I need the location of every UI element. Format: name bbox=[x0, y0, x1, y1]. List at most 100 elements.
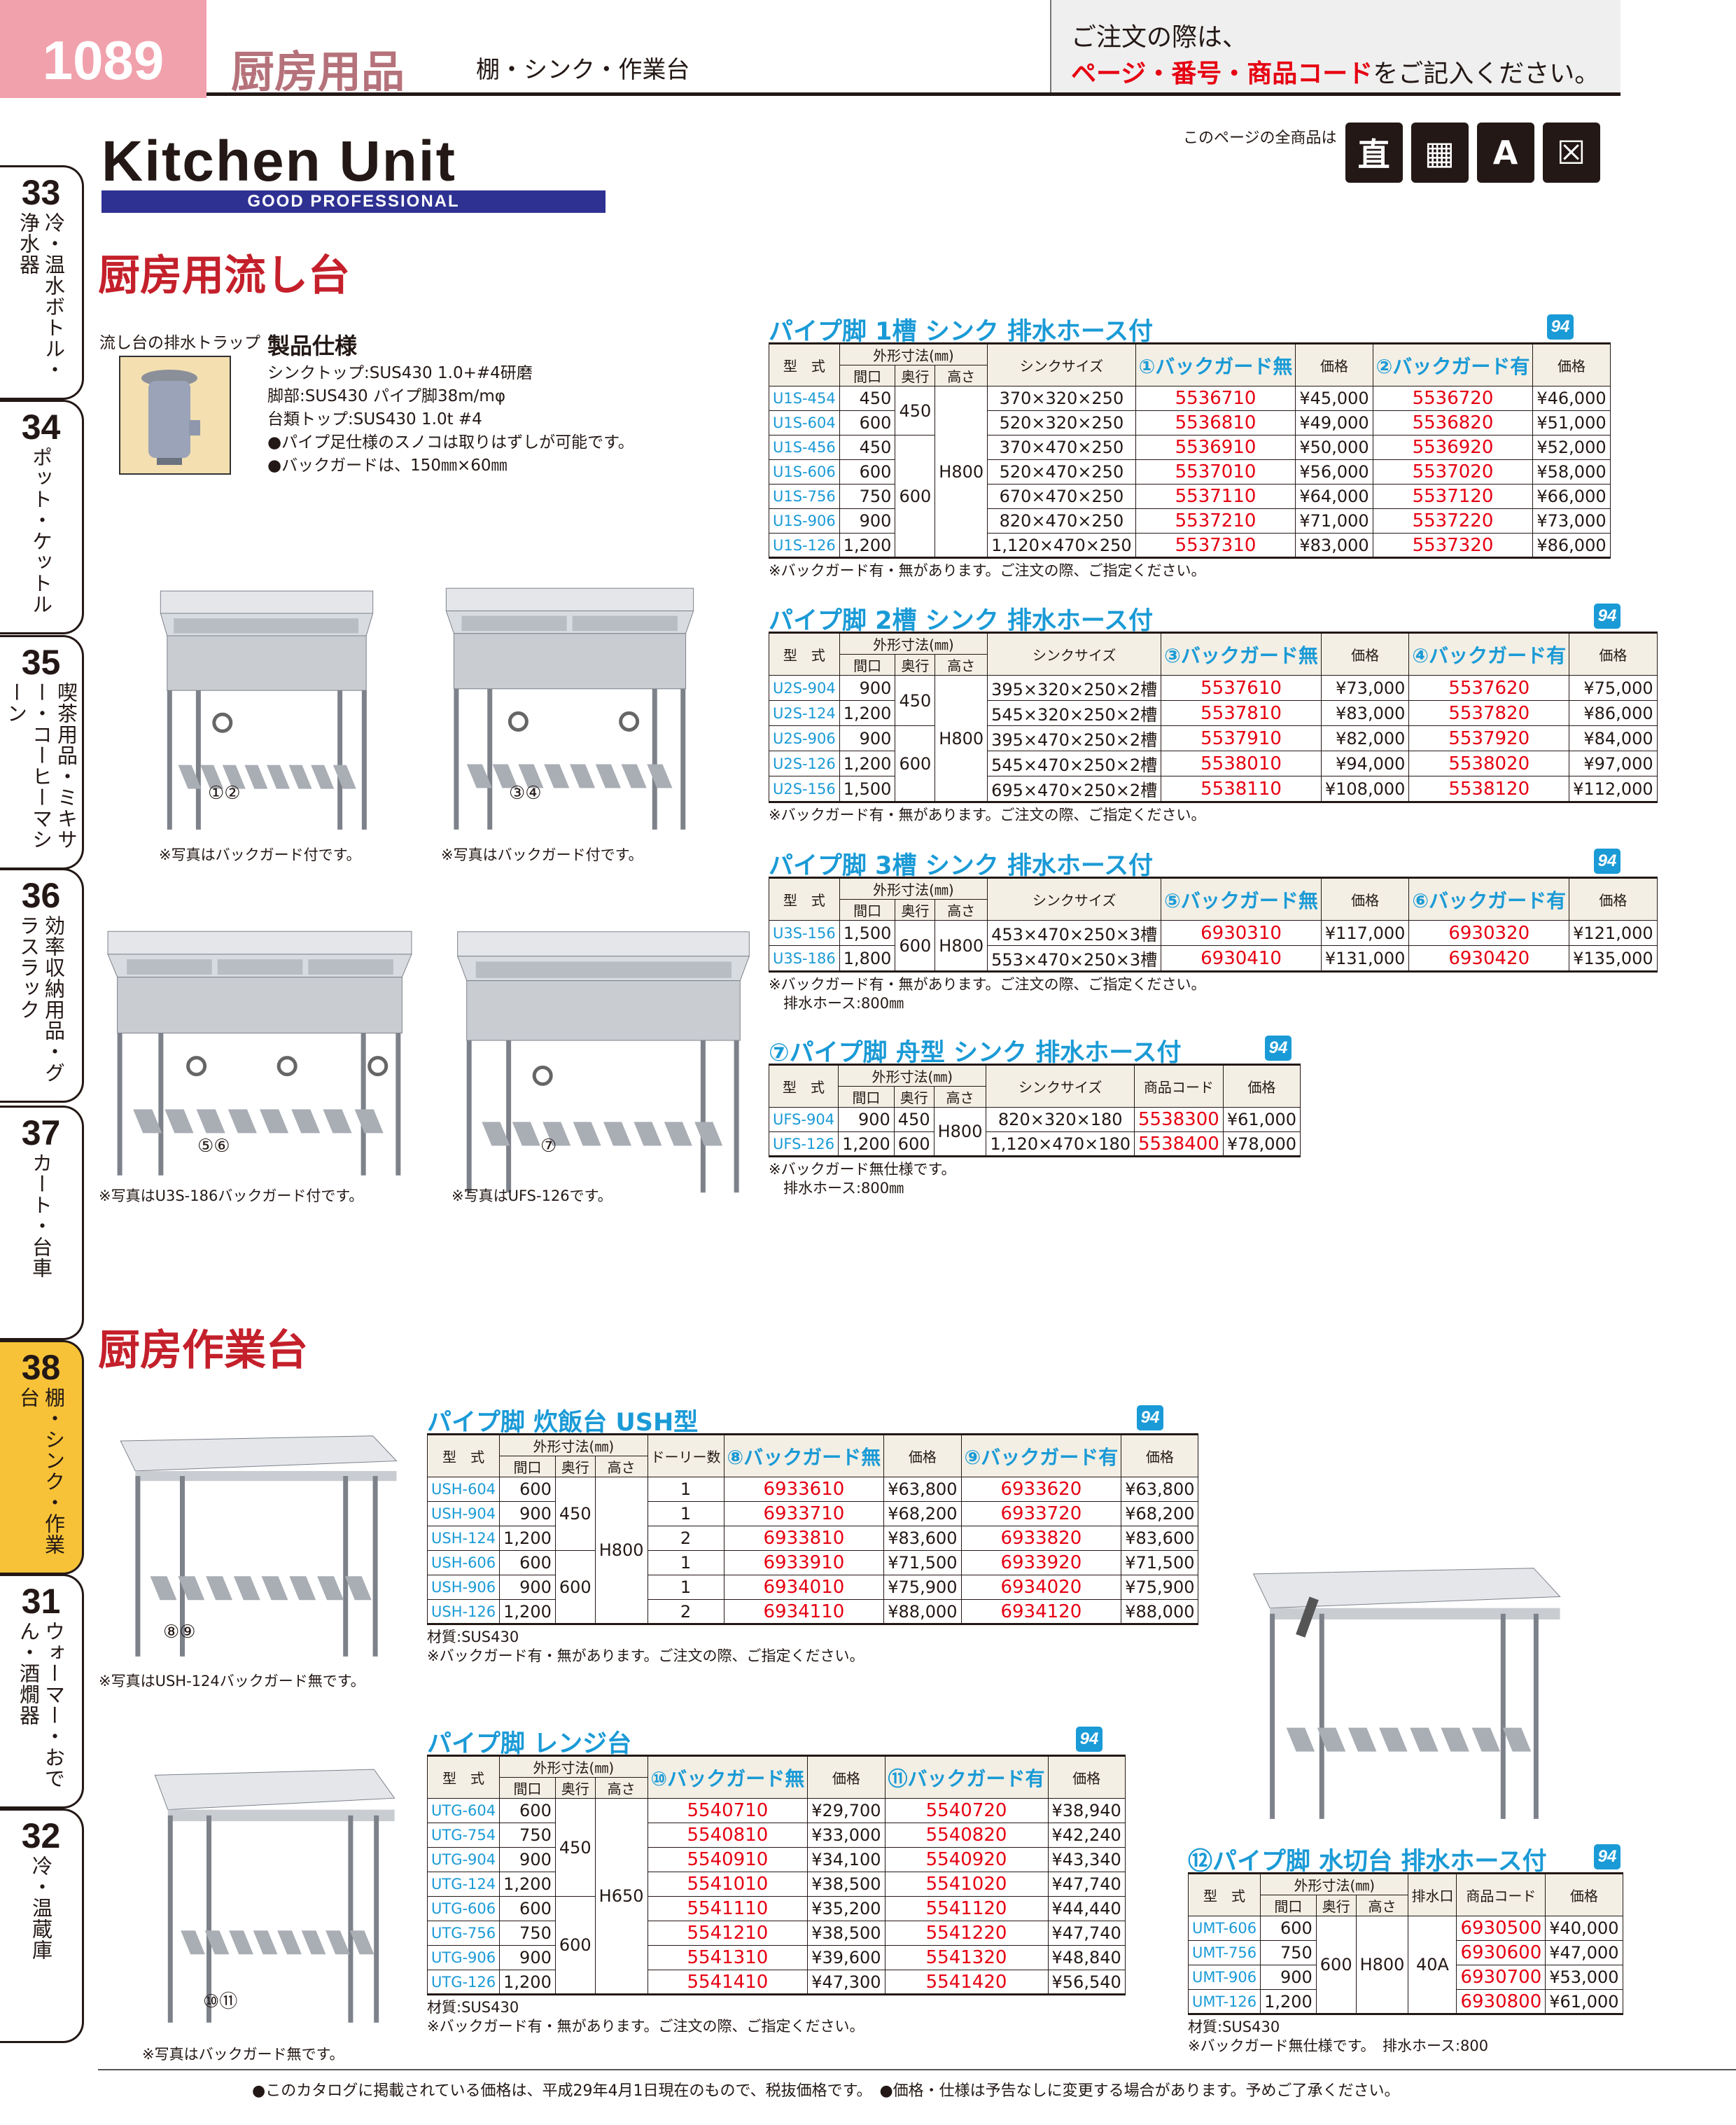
price-cell: ¥45,000 bbox=[1295, 386, 1373, 411]
product-illustration bbox=[120, 1435, 398, 1657]
price-cell: ¥83,000 bbox=[1295, 533, 1373, 558]
model-cell: UFS-904 bbox=[768, 1107, 839, 1132]
col-header: ⑤バックガード無 bbox=[1161, 877, 1322, 921]
value-cell: 395×320×250×2槽 bbox=[987, 675, 1162, 701]
value-cell: 450 bbox=[839, 435, 896, 460]
value-cell: 450 bbox=[893, 1107, 934, 1132]
col-dims: 外形寸法(㎜) bbox=[839, 632, 988, 655]
price-cell: ¥43,340 bbox=[1047, 1847, 1126, 1872]
price-cell: ¥56,540 bbox=[1047, 1970, 1126, 1995]
col-header: 価格 bbox=[1320, 877, 1410, 921]
price-cell: ¥71,000 bbox=[1295, 508, 1373, 534]
photo-label: ⑤⑥ bbox=[197, 1136, 230, 1157]
fax-order-icon: ▦ bbox=[1410, 123, 1469, 183]
model-cell: UTG-604 bbox=[426, 1798, 500, 1823]
price-cell: ¥44,440 bbox=[1047, 1896, 1126, 1921]
tab-number: 35 bbox=[21, 643, 61, 682]
col-dims-sub: 間口 bbox=[839, 365, 896, 386]
table-note: 材質:SUS430 bbox=[427, 1629, 519, 1645]
col-model: 型 式 bbox=[769, 632, 840, 676]
drain-table-photo bbox=[1237, 1540, 1567, 1825]
product-code-cell: 6933820 bbox=[960, 1526, 1122, 1551]
product-code-cell: 5536810 bbox=[1135, 410, 1296, 436]
col-header: ④バックガード有 bbox=[1408, 632, 1570, 676]
product-code-cell: 5537110 bbox=[1135, 484, 1296, 509]
price-cell: ¥53,000 bbox=[1545, 1965, 1623, 1990]
price-cell: ¥75,000 bbox=[1569, 675, 1658, 701]
value-cell: 1,200 bbox=[838, 1131, 895, 1157]
price-cell: ¥131,000 bbox=[1320, 945, 1410, 972]
price-cell: ¥58,000 bbox=[1532, 459, 1611, 485]
col-model: 型 式 bbox=[1187, 1873, 1261, 1916]
price-cell: ¥38,500 bbox=[807, 1872, 886, 1897]
table-note: ※バックガード有・無があります。ご注文の際、ご指定ください。 bbox=[427, 2018, 864, 2035]
photo-caption: ※写真はバックガード無です。 bbox=[142, 2046, 344, 2063]
price-cell: ¥86,000 bbox=[1569, 700, 1658, 726]
logo-title: Kitchen Unit bbox=[102, 130, 456, 193]
model-cell: UTG-756 bbox=[426, 1921, 500, 1946]
footer-rule bbox=[98, 2069, 1736, 2070]
product-code-cell: 5541010 bbox=[647, 1872, 808, 1897]
value-cell: 750 bbox=[1260, 1940, 1317, 1965]
value-cell: 900 bbox=[839, 725, 896, 751]
price-cell: ¥34,100 bbox=[807, 1847, 886, 1872]
model-cell: USH-606 bbox=[426, 1550, 500, 1575]
col-dims-sub: 間口 bbox=[839, 899, 896, 921]
product-code-cell: 5541210 bbox=[647, 1921, 808, 1946]
value-cell: 370×320×250 bbox=[987, 386, 1136, 411]
col-header: 価格 bbox=[807, 1755, 886, 1799]
product-code-cell: 5541320 bbox=[884, 1945, 1049, 1970]
product-code-cell: 5537610 bbox=[1161, 675, 1322, 701]
value-cell: 450 bbox=[554, 1477, 596, 1551]
tab-label: 棚・シンク・作業台 bbox=[16, 1387, 66, 1555]
col-header: シンクサイズ bbox=[987, 632, 1162, 676]
price-cell: ¥75,900 bbox=[883, 1575, 962, 1600]
model-cell: UTG-124 bbox=[426, 1872, 500, 1897]
col-dims-sub: 奥行 bbox=[895, 654, 936, 676]
value-cell: 600 bbox=[499, 1550, 556, 1575]
order-note-rest: をご記入ください。 bbox=[1373, 60, 1600, 88]
value-cell: 1,120×470×250 bbox=[987, 533, 1136, 558]
product-code-cell: 5536920 bbox=[1372, 435, 1534, 460]
price-cell: ¥88,000 bbox=[1121, 1599, 1199, 1624]
col-header: シンクサイズ bbox=[987, 343, 1136, 386]
col-dims-sub: 間口 bbox=[839, 654, 896, 676]
value-cell: 1,120×470×180 bbox=[986, 1131, 1135, 1157]
value-cell: 670×470×250 bbox=[987, 484, 1136, 509]
product-code-cell: 6934120 bbox=[960, 1599, 1122, 1624]
value-cell: 545×320×250×2槽 bbox=[987, 700, 1162, 726]
product-code-cell: 6934020 bbox=[960, 1575, 1122, 1600]
tab-number: 37 bbox=[21, 1113, 61, 1152]
col-header: ⑨バックガード有 bbox=[960, 1434, 1122, 1477]
product-code-cell: 5541410 bbox=[647, 1970, 808, 1995]
product-code-cell: 5541020 bbox=[884, 1872, 1049, 1897]
product-code-cell: 5541310 bbox=[647, 1945, 808, 1970]
tab-label: ポット・ケットル bbox=[29, 447, 53, 615]
product-title: パイプ脚 レンジ台 bbox=[427, 1730, 632, 1758]
trap-label: 流し台の排水トラップ bbox=[99, 334, 260, 352]
value-cell: H800 bbox=[934, 675, 988, 802]
col-dims-sub: 間口 bbox=[499, 1777, 556, 1799]
value-cell: 520×470×250 bbox=[987, 459, 1136, 485]
table-note: ※バックガード無仕様です。 排水ホース:800 bbox=[1188, 2037, 1489, 2054]
price-cell: ¥86,000 bbox=[1532, 533, 1611, 558]
product-title: パイプ脚 2槽 シンク 排水ホース付 bbox=[769, 607, 1154, 635]
product-code-cell: 6933810 bbox=[723, 1526, 885, 1551]
drain-trap-image bbox=[119, 356, 231, 475]
catalog-badge: 94 bbox=[1547, 314, 1574, 340]
